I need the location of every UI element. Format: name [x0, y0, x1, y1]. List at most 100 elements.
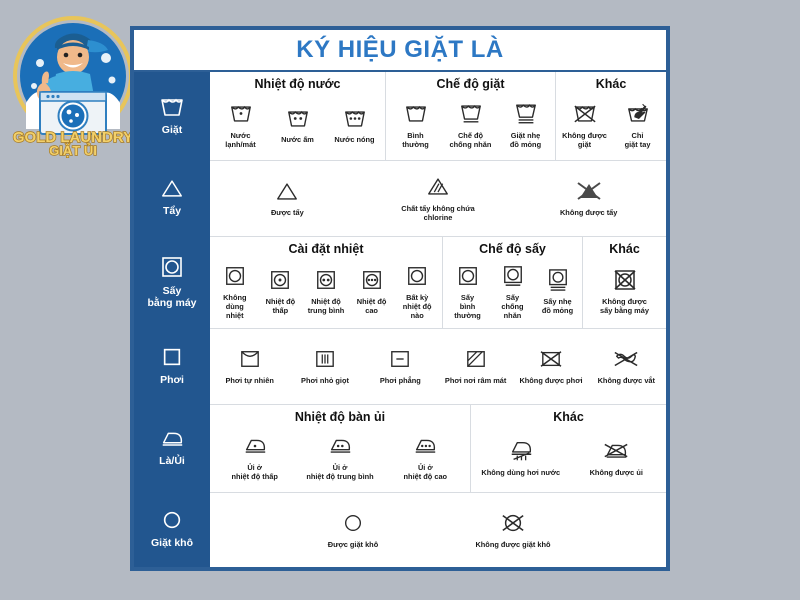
- row-iron: Là/Ủi Nhiệt độ bàn ủi: [134, 404, 666, 492]
- group-heading: Khác: [553, 410, 584, 424]
- symbol-label: Không dùng hơi nước: [481, 467, 561, 477]
- symbol-label: Ủi ở nhiệt độ trung bình: [306, 463, 374, 482]
- symbol-label: Được tẩy: [270, 208, 304, 218]
- basin-hand-icon: [626, 101, 650, 127]
- symbol-item: Nhiệt độ thấp: [258, 267, 304, 316]
- brand-name-line1: GOLD LAUNDRY: [13, 129, 133, 146]
- dryer-one-dot-icon: [269, 267, 291, 293]
- category-label: Giặt: [161, 123, 183, 136]
- symbol-item: Không được sấy bằng máy: [585, 267, 664, 316]
- dryer-icon: [162, 257, 182, 277]
- group-heading: Nhiệt độ bàn ủi: [294, 410, 386, 424]
- category-label: Phơi: [160, 373, 184, 386]
- basin-one-dot-icon: [229, 101, 253, 127]
- do-not-wring-icon: [613, 346, 639, 372]
- category-label: Sấy bằng máy: [147, 284, 197, 309]
- symbol-item: Sấy nhẹ đồ mỏng: [535, 267, 580, 316]
- symbol-item: Phơi phẳng: [363, 346, 438, 385]
- symbol-label: Phơi tự nhiên: [225, 376, 274, 386]
- category-tumble-dry: Sấy bằng máy: [134, 236, 210, 328]
- row-tumble-dry: Sấy bằng máy Cài đặt nhiệt: [134, 236, 666, 328]
- symbol-item: Được giặt khô: [298, 510, 408, 549]
- symbol-label: Không được sấy bằng máy: [600, 297, 649, 316]
- symbol-label: Phơi nơi râm mát: [444, 376, 507, 386]
- symbol-item: Chế độ chống nhăn: [443, 101, 498, 150]
- iron-two-dots-icon: [327, 433, 353, 459]
- row-iron-content: Nhiệt độ bàn ủi Ủi ở: [210, 404, 666, 492]
- symbol-label: Ủi ở nhiệt độ cao: [403, 463, 448, 482]
- symbol-item: Phơi nhỏ giọt: [287, 346, 362, 385]
- symbol-label: Nhiệt độ cao: [356, 297, 387, 316]
- brand-logo: GOLD LAUNDRY GIẶT ỦI: [8, 8, 138, 158]
- triangle-filled-crossed-icon: [576, 178, 602, 204]
- group-dry-mode: Chế độ sấy Sấy bình thường: [442, 237, 582, 328]
- symbol-item: Ủi ở nhiệt độ trung bình: [297, 433, 382, 482]
- row-dry-content: Phơi tự nhiên: [210, 328, 666, 404]
- group-items: Không dùng nhiệt Nh: [212, 259, 440, 324]
- category-bleach: Tẩy: [134, 160, 210, 236]
- symbol-label: Phơi phẳng: [379, 376, 421, 386]
- symbol-item: Phơi nơi râm mát: [438, 346, 513, 385]
- symbol-item: Không được vắt: [589, 346, 664, 385]
- group-heading: Chế độ giặt: [436, 77, 505, 91]
- dryer-crossed-icon: [613, 267, 637, 293]
- symbol-item: Không dùng hơi nước: [473, 438, 569, 477]
- symbol-label: Sấy bình thường: [454, 292, 481, 321]
- category-dry: Phơi: [134, 328, 210, 404]
- row-dry: Phơi Phơi tự: [134, 328, 666, 404]
- symbol-label: Nhiệt độ trung bình: [307, 297, 345, 316]
- symbol-label: Nước ấm: [281, 135, 314, 145]
- symbol-label: Phơi nhỏ giọt: [301, 376, 349, 386]
- circle-icon: [163, 512, 181, 529]
- basin-plain-icon: [404, 101, 428, 127]
- iron-one-dot-icon: [242, 433, 268, 459]
- triangle-plain-icon: [275, 178, 299, 204]
- symbol-item: Sấy bình thường: [445, 263, 490, 321]
- symbol-label: Chỉ giặt tay: [624, 130, 651, 149]
- group-heading: Khác: [595, 77, 627, 91]
- group-items: Không được sấy bằng máy: [585, 259, 664, 324]
- group-iron-other: Khác: [470, 405, 666, 492]
- dryer-two-dots-icon: [315, 267, 337, 293]
- symbol-label: Nước lạnh/mát: [225, 130, 256, 149]
- group-heading: Khác: [609, 242, 640, 256]
- row-dry-clean: Giặt khô Được giặt khô: [134, 492, 666, 567]
- iron-crossed-icon: [602, 438, 630, 464]
- symbol-item: Sấy chống nhăn: [490, 263, 535, 321]
- symbol-item: Phơi tự nhiên: [212, 346, 287, 385]
- symbol-item: Nhiệt độ cao: [349, 267, 395, 316]
- flat-dry-icon: [389, 346, 411, 372]
- symbol-item: Ủi ở nhiệt độ thấp: [212, 433, 297, 482]
- symbol-label: Không dùng nhiệt: [223, 292, 247, 321]
- symbol-label: Sấy chống nhăn: [501, 292, 524, 321]
- group-items: Sấy bình thường Sấy: [445, 259, 580, 324]
- symbol-item: Chất tẩy không chứa chlorine: [363, 174, 514, 223]
- iron-icon: [162, 432, 183, 446]
- symbol-label: Nước nóng: [334, 135, 375, 145]
- group-items: Ủi ở nhiệt độ thấp: [212, 427, 468, 488]
- symbol-label: Sấy nhẹ đồ mỏng: [541, 297, 574, 316]
- symbol-item: Không được ủi: [569, 438, 665, 477]
- group-items: Nước lạnh/mát: [212, 94, 383, 156]
- triangle-stripes-icon: [426, 174, 450, 200]
- do-not-dry-icon: [539, 346, 563, 372]
- category-dry-clean: Giặt khô: [134, 492, 210, 567]
- chart-title-bar: KÝ HIỆU GIẶT LÀ: [134, 30, 666, 72]
- symbol-label: Chất tẩy không chứa chlorine: [401, 203, 475, 222]
- drip-dry-icon: [314, 346, 336, 372]
- shade-dry-icon: [465, 346, 487, 372]
- square-icon: [163, 348, 181, 366]
- group-items: Phơi tự nhiên: [212, 332, 664, 400]
- category-label: Tẩy: [162, 205, 182, 218]
- page-title: KÝ HIỆU GIẶT LÀ: [296, 36, 504, 63]
- circle-plain-icon: [342, 510, 364, 536]
- circle-crossed-icon: [501, 510, 525, 536]
- group-items: Không được giặt: [558, 94, 664, 156]
- symbol-item: Không được phơi: [513, 346, 588, 385]
- group-items: Được tẩy Chất tẩy k: [212, 164, 664, 232]
- symbol-item: Nước lạnh/mát: [212, 101, 269, 150]
- symbol-label: Bình thường: [402, 130, 429, 149]
- symbol-item: Không được giặt: [558, 101, 611, 150]
- row-wash-content: Nhiệt độ nước Nước lạ: [210, 72, 666, 160]
